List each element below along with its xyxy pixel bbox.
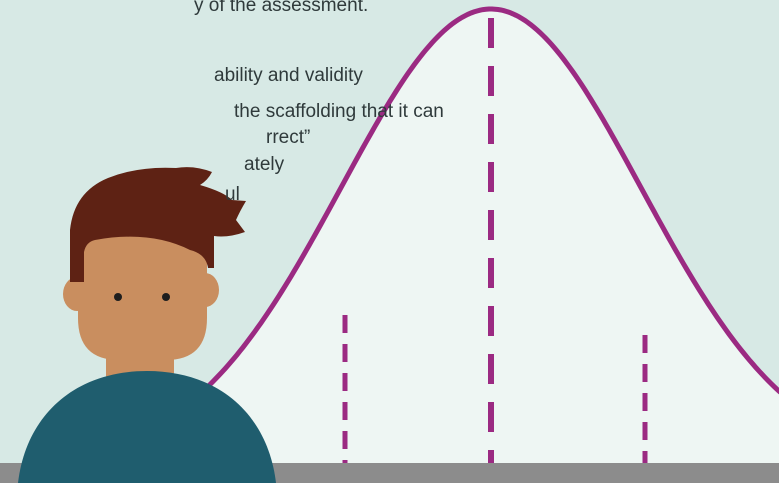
bell-curve — [147, 6, 779, 432]
text-line-2: ability and validity — [214, 65, 363, 86]
text-line-3: the scaffolding that it can — [234, 101, 444, 122]
person-hair — [70, 167, 246, 282]
bell-curve-fill — [150, 9, 779, 463]
person-face — [78, 236, 207, 360]
text-line-5: ately — [244, 154, 285, 175]
person-illustration — [18, 167, 276, 483]
text-line-1: y of the assessment. — [194, 0, 369, 16]
person-left-eye — [114, 293, 122, 301]
text-line-6: ul — [225, 184, 240, 205]
person-right-eye — [162, 293, 170, 301]
person-shirt — [18, 371, 276, 483]
text-line-4: rrect” — [266, 127, 311, 148]
